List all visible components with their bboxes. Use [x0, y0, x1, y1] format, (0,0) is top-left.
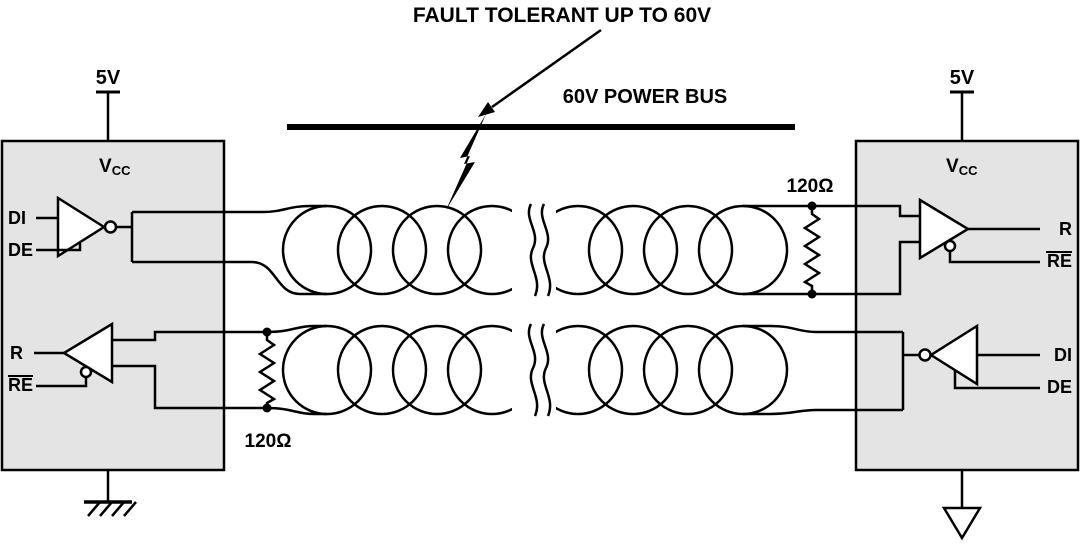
right-pin-di-label: DI [1054, 345, 1072, 365]
enable-bubble-icon [943, 239, 957, 253]
top-termination-resistor-label: 120Ω [787, 176, 834, 197]
cable-break-bottom-icon [527, 323, 552, 417]
right-pin-re-label: RE [1047, 251, 1072, 271]
cable-break-top-icon [527, 203, 552, 297]
right-pin-de-label: DE [1047, 377, 1072, 397]
inversion-bubble-icon [103, 220, 118, 234]
right-transceiver-block [854, 139, 1080, 472]
left-supply-label: 5V [96, 67, 121, 89]
left-receiver-symbol [34, 321, 114, 388]
driver-triangle-icon [56, 195, 107, 259]
right-driver-symbol [901, 323, 1040, 410]
right-supply-label: 5V [950, 67, 975, 89]
fault-annotation-label: FAULT TOLERANT UP TO 60V [413, 4, 711, 27]
left-pin-de-label: DE [8, 240, 33, 260]
left-transceiver-block [0, 139, 226, 472]
left-vcc-label: VCC [99, 156, 131, 178]
junction-dot [807, 201, 817, 211]
left-supply-5v [96, 90, 120, 141]
left-pin-re-label: RE [8, 375, 33, 395]
cable-break-mask [512, 200, 556, 300]
twisted-pair-bottom [112, 324, 903, 416]
right-receiver-symbol [918, 197, 1040, 264]
earth-ground-icon [84, 470, 137, 517]
cable-break-mask [512, 320, 556, 420]
inversion-bubble-icon [918, 348, 932, 362]
fault-leader-arrow [478, 28, 602, 117]
termination-resistor-bottom [257, 327, 277, 413]
right-pin-r-label: R [1059, 219, 1072, 239]
junction-dot [262, 403, 272, 413]
junction-dot [807, 289, 817, 299]
lightning-bolt-icon [446, 114, 486, 210]
right-supply-5v [950, 90, 974, 141]
junction-dot [262, 327, 272, 337]
left-pin-di-label: DI [8, 208, 26, 228]
arrowhead-icon [478, 102, 495, 117]
termination-resistor-top [802, 201, 822, 299]
enable-bubble-icon [79, 365, 93, 379]
bottom-termination-resistor-label: 120Ω [245, 431, 292, 452]
left-pin-r-label: R [10, 343, 23, 363]
power-bus-label: 60V POWER BUS [563, 86, 727, 108]
left-driver-symbol [36, 195, 134, 262]
right-vcc-label: VCC [946, 156, 978, 178]
receiver-triangle-icon [918, 197, 971, 261]
chassis-ground-icon [941, 470, 983, 541]
twisted-pair-top [132, 204, 920, 296]
